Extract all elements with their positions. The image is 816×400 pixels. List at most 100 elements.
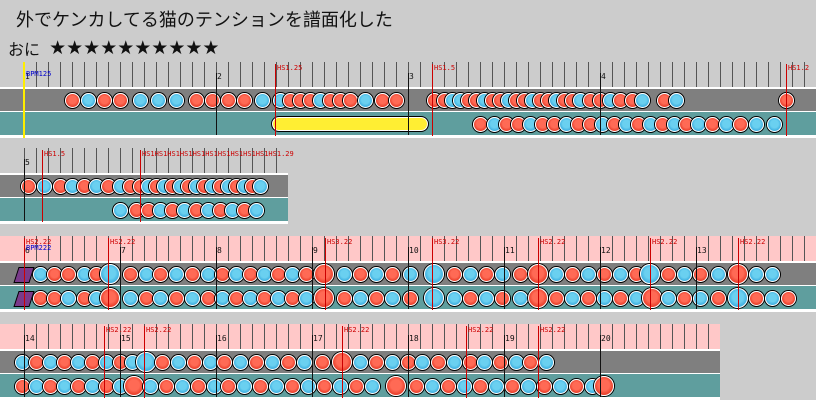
measure-number: 15 bbox=[121, 334, 131, 343]
beat-tick bbox=[372, 324, 373, 349]
ka-note bbox=[552, 378, 568, 394]
measure-number: 12 bbox=[601, 246, 611, 255]
beat-tick bbox=[588, 62, 589, 87]
ka-note bbox=[136, 352, 156, 372]
don-note bbox=[596, 266, 612, 282]
beat-tick bbox=[156, 236, 157, 261]
ka-note bbox=[718, 116, 734, 132]
beat-tick bbox=[588, 324, 589, 349]
beat-tick bbox=[756, 236, 757, 261]
beat-tick bbox=[708, 62, 709, 87]
don-note bbox=[472, 116, 488, 132]
don-note bbox=[548, 290, 564, 306]
lane-header bbox=[0, 62, 816, 87]
don-note bbox=[204, 92, 220, 108]
ka-note bbox=[256, 266, 272, 282]
beat-tick bbox=[684, 324, 685, 349]
beat-tick bbox=[588, 236, 589, 261]
beat-tick bbox=[576, 236, 577, 261]
beat-tick bbox=[540, 62, 541, 87]
measure-number: 16 bbox=[217, 334, 227, 343]
scroll-change-line bbox=[108, 238, 109, 310]
lane-track bbox=[0, 349, 720, 400]
beat-tick bbox=[228, 148, 229, 173]
scroll-speed-label: HS1.5 bbox=[434, 64, 456, 72]
beat-tick bbox=[348, 62, 349, 87]
beat-tick bbox=[204, 324, 205, 349]
ka-note bbox=[268, 378, 284, 394]
beat-tick bbox=[672, 236, 673, 261]
ka-note bbox=[248, 202, 264, 218]
beat-tick bbox=[648, 62, 649, 87]
ka-note bbox=[184, 290, 200, 306]
ka-note bbox=[242, 290, 258, 306]
beat-tick bbox=[792, 236, 793, 261]
beat-tick bbox=[672, 324, 673, 349]
measure-number: 9 bbox=[313, 246, 318, 255]
ka-note bbox=[42, 354, 58, 370]
don-note bbox=[186, 354, 202, 370]
beat-tick bbox=[96, 62, 97, 87]
measure-number: 20 bbox=[601, 334, 611, 343]
measure-line bbox=[312, 335, 313, 397]
beat-tick bbox=[708, 236, 709, 261]
beat-tick bbox=[564, 324, 565, 349]
beat-tick bbox=[528, 62, 529, 87]
beat-tick bbox=[72, 148, 73, 173]
don-note bbox=[46, 266, 62, 282]
scroll-speed-label: HS1.5 bbox=[44, 150, 66, 158]
beat-tick bbox=[252, 236, 253, 261]
ka-note bbox=[580, 266, 596, 282]
bpm-label: BPM125 bbox=[26, 70, 52, 78]
don-note bbox=[336, 290, 352, 306]
measure-line bbox=[504, 335, 505, 397]
beat-tick bbox=[492, 62, 493, 87]
ka-note bbox=[424, 264, 444, 284]
don-note bbox=[536, 378, 552, 394]
beat-tick bbox=[204, 236, 205, 261]
beat-tick bbox=[384, 236, 385, 261]
scroll-speed-label: HS1.25 bbox=[277, 64, 303, 72]
don-note bbox=[692, 266, 708, 282]
beat-tick bbox=[48, 148, 49, 173]
beat-tick bbox=[684, 236, 685, 261]
measure-line bbox=[216, 73, 217, 135]
playback-cursor[interactable] bbox=[23, 62, 25, 138]
ka-note bbox=[494, 266, 510, 282]
ka-note bbox=[710, 266, 726, 282]
scroll-change-line bbox=[342, 326, 343, 398]
beat-tick bbox=[720, 62, 721, 87]
measure-number: 3 bbox=[409, 72, 414, 81]
beat-tick bbox=[492, 236, 493, 261]
beat-tick bbox=[324, 236, 325, 261]
don-note bbox=[314, 288, 334, 308]
ka-note bbox=[456, 378, 472, 394]
don-note bbox=[42, 378, 58, 394]
beat-tick bbox=[84, 62, 85, 87]
don-note bbox=[100, 288, 120, 308]
beat-tick bbox=[192, 324, 193, 349]
ka-note bbox=[84, 378, 100, 394]
beat-tick bbox=[528, 236, 529, 261]
ka-note bbox=[168, 266, 184, 282]
measure-number: 11 bbox=[505, 246, 515, 255]
beat-tick bbox=[144, 236, 145, 261]
ka-note bbox=[122, 290, 138, 306]
beat-tick bbox=[696, 324, 697, 349]
don-note bbox=[64, 92, 80, 108]
don-note bbox=[748, 290, 764, 306]
ka-note bbox=[368, 266, 384, 282]
beat-tick bbox=[636, 324, 637, 349]
measure-line bbox=[216, 335, 217, 397]
beat-tick bbox=[696, 62, 697, 87]
beat-tick bbox=[264, 62, 265, 87]
scroll-change-line bbox=[538, 238, 539, 310]
ka-note bbox=[138, 266, 154, 282]
don-note bbox=[56, 354, 72, 370]
beat-tick bbox=[168, 236, 169, 261]
beat-tick bbox=[468, 324, 469, 349]
beat-tick bbox=[300, 236, 301, 261]
ka-note bbox=[60, 290, 76, 306]
